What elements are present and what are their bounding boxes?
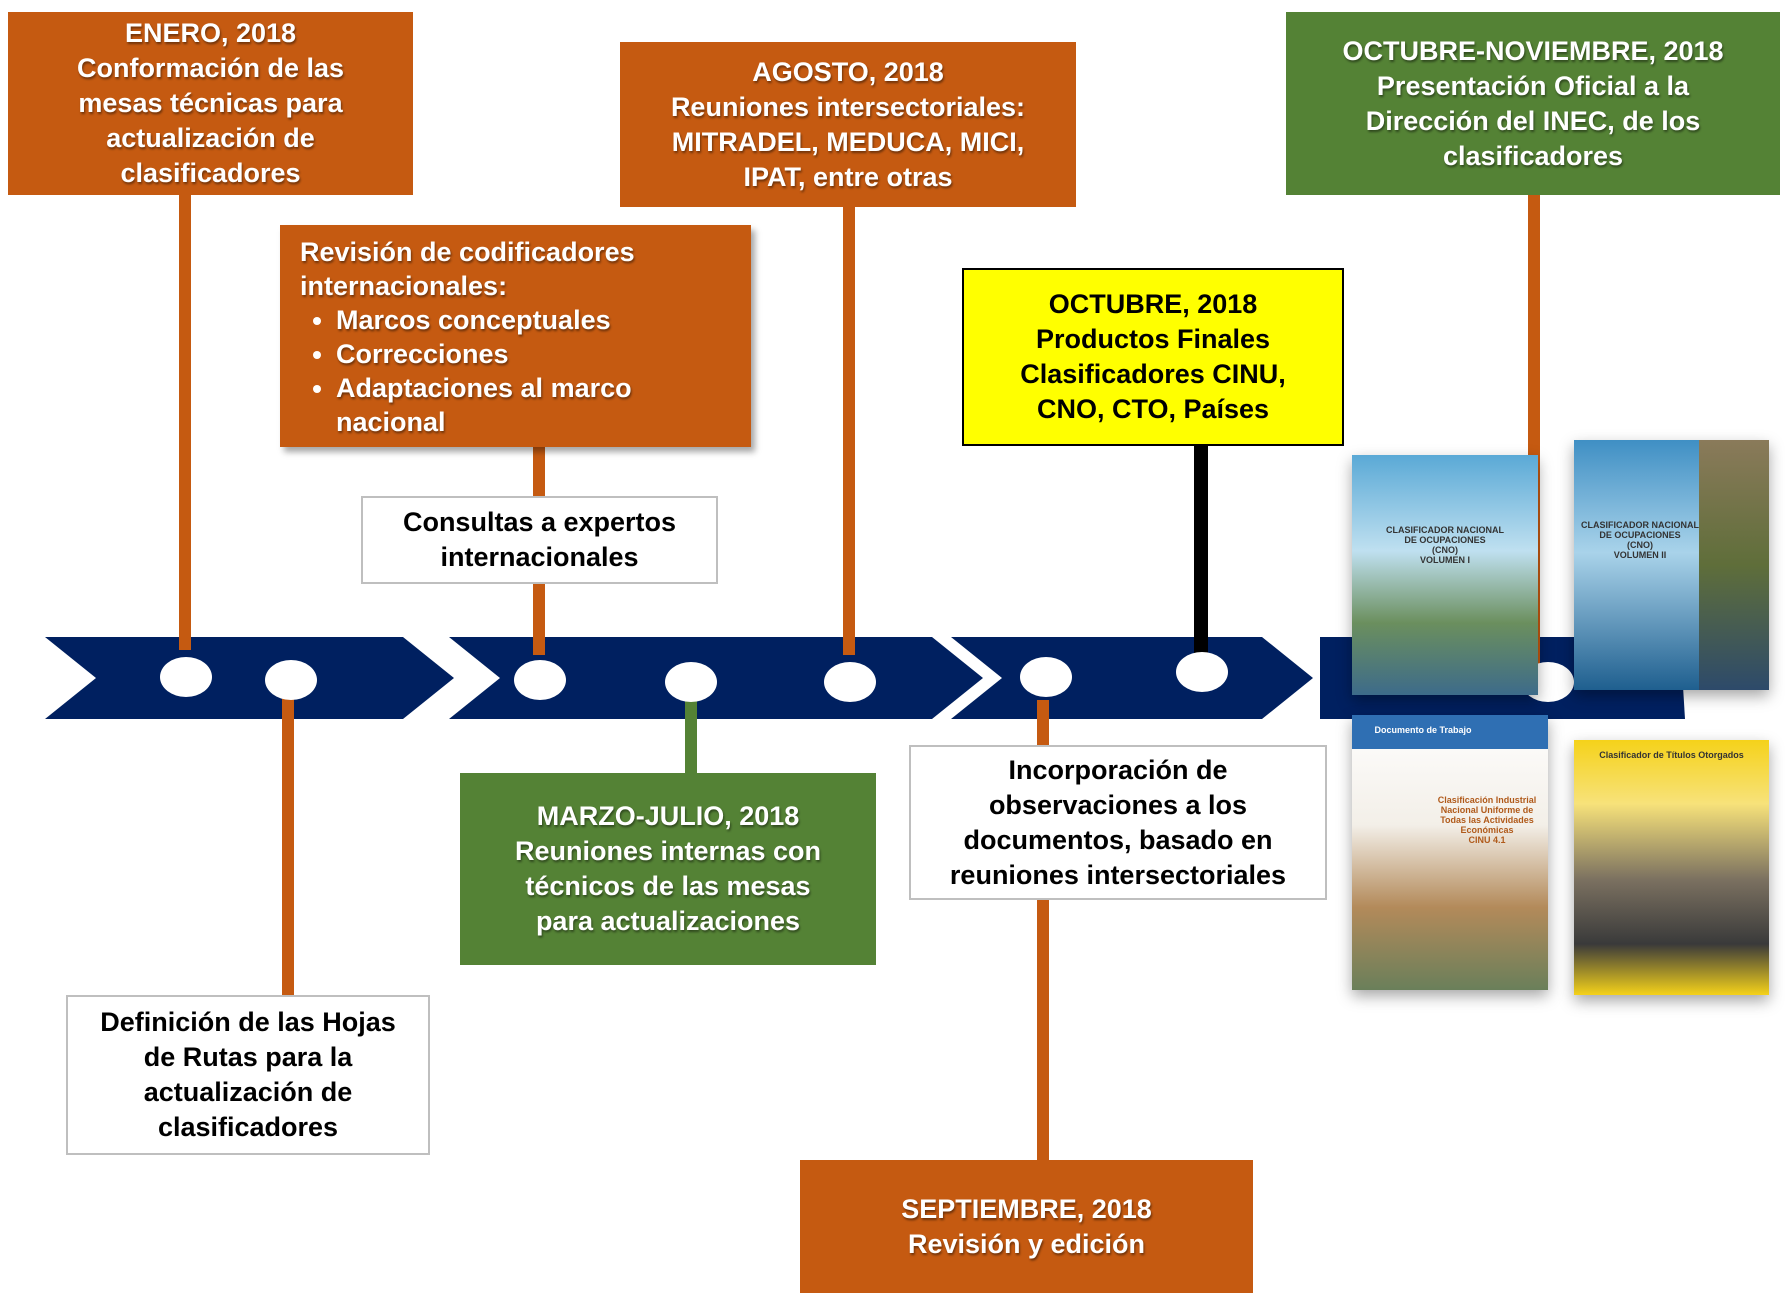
event-octubre: OCTUBRE, 2018 Productos Finales Clasific… bbox=[962, 268, 1344, 446]
cover-text: Clasificador de Títulos Otorgados bbox=[1599, 750, 1744, 760]
event-text-line: de Rutas para la bbox=[143, 1042, 353, 1072]
event-text-line: observaciones a los bbox=[988, 789, 1248, 820]
event-text-line: Consultas a expertos bbox=[402, 507, 677, 537]
milestone-dot bbox=[665, 662, 717, 702]
event-date: AGOSTO, 2018 bbox=[752, 56, 944, 87]
cover-text: Documento de Trabajo bbox=[1374, 725, 1472, 735]
event-date: MARZO-JULIO, 2018 bbox=[536, 801, 800, 831]
publication-cover-cto: Clasificador de Títulos Otorgados bbox=[1574, 740, 1769, 995]
event-date: ENERO, 2018 bbox=[124, 18, 297, 48]
revision-bullet-continuation: nacional bbox=[336, 407, 446, 437]
cover-text: Todas las Actividades bbox=[1440, 815, 1534, 825]
connector-octubre bbox=[1194, 445, 1208, 655]
event-text-line: Dirección del INEC, de los bbox=[1365, 105, 1701, 136]
revision-title-line: internacionales: bbox=[300, 271, 508, 301]
revision-bullet: Marcos conceptuales bbox=[336, 303, 740, 337]
event-marzo-julio: MARZO-JULIO, 2018 Reuniones internas con… bbox=[460, 773, 876, 965]
event-text-line: Productos Finales bbox=[1035, 324, 1271, 354]
event-date: OCTUBRE-NOVIEMBRE, 2018 bbox=[1342, 35, 1724, 66]
event-text-line: Incorporación de bbox=[1008, 754, 1228, 785]
event-text-line: Definición de las Hojas bbox=[100, 1007, 396, 1037]
event-text-line: actualización de bbox=[106, 123, 315, 153]
event-text-line: clasificadores bbox=[120, 158, 301, 188]
event-text-line: CNO, CTO, Países bbox=[1036, 394, 1270, 424]
event-text-line: actualización de bbox=[143, 1077, 353, 1107]
cover-text: DE OCUPACIONES bbox=[1599, 530, 1681, 540]
milestone-dot bbox=[160, 657, 212, 697]
event-agosto: AGOSTO, 2018 Reuniones intersectoriales:… bbox=[620, 42, 1076, 207]
revision-bullet-list: Marcos conceptuales Correcciones Adaptac… bbox=[300, 303, 740, 405]
event-text-line: reuniones intersectoriales bbox=[949, 859, 1287, 890]
event-consultas-expertos: Consultas a expertos internacionales bbox=[361, 496, 718, 584]
cover-text: CLASIFICADOR NACIONAL bbox=[1386, 525, 1504, 535]
publication-cover-cno-1: CLASIFICADOR NACIONAL DE OCUPACIONES (CN… bbox=[1352, 455, 1538, 695]
publication-cover-cinu: Documento de Trabajo Clasificación Indus… bbox=[1352, 715, 1548, 990]
event-enero: ENERO, 2018 Conformación de las mesas té… bbox=[8, 12, 413, 195]
event-date: OCTUBRE, 2018 bbox=[1048, 289, 1258, 319]
cover-text: Económicas bbox=[1460, 825, 1514, 835]
event-text-line: Clasificadores CINU, bbox=[1020, 359, 1286, 389]
connector-enero bbox=[179, 195, 191, 650]
event-date: SEPTIEMBRE, 2018 bbox=[901, 1193, 1152, 1224]
cover-text: VOLUMEN II bbox=[1613, 550, 1667, 560]
milestone-dot bbox=[265, 660, 317, 700]
event-text-line: mesas técnicas para bbox=[78, 88, 343, 118]
connector-marzo bbox=[685, 700, 697, 775]
event-revision-codificadores bbox=[280, 225, 751, 447]
event-text-line: para actualizaciones bbox=[535, 906, 801, 936]
event-text-line: Reuniones intersectoriales: bbox=[670, 91, 1026, 122]
chevron-segment-3 bbox=[951, 637, 1313, 719]
event-text-line: clasificadores bbox=[157, 1112, 339, 1142]
cover-text: CLASIFICADOR NACIONAL bbox=[1581, 520, 1699, 530]
revision-bullet: Correcciones bbox=[336, 337, 740, 371]
event-text-line: IPAT, entre otras bbox=[743, 161, 953, 192]
event-octubre-noviembre: OCTUBRE-NOVIEMBRE, 2018 Presentación Ofi… bbox=[1286, 12, 1780, 195]
revision-bullet: Adaptaciones al marco bbox=[336, 371, 740, 405]
cover-text: Clasificación Industrial bbox=[1437, 795, 1537, 805]
event-septiembre: SEPTIEMBRE, 2018 Revisión y edición bbox=[800, 1160, 1253, 1293]
milestone-dot bbox=[514, 660, 566, 700]
event-text-line: internacionales bbox=[440, 542, 639, 572]
chevron-segment-1 bbox=[45, 637, 454, 719]
event-text-line: documentos, basado en bbox=[963, 824, 1273, 855]
event-text-line: Reuniones internas con bbox=[514, 836, 822, 866]
event-incorporacion-observaciones: Incorporación de observaciones a los doc… bbox=[909, 745, 1327, 900]
event-text-line: Conformación de las bbox=[76, 53, 345, 83]
revision-content: Revisión de codificadores internacionale… bbox=[300, 235, 740, 439]
revision-title-line: Revisión de codificadores bbox=[300, 237, 635, 267]
cover-text: DE OCUPACIONES bbox=[1404, 535, 1486, 545]
cover-text: VOLUMEN I bbox=[1419, 555, 1470, 565]
event-text-line: Revisión y edición bbox=[907, 1228, 1146, 1259]
event-text-line: técnicos de las mesas bbox=[525, 871, 811, 901]
event-definicion-hojas-rutas: Definición de las Hojas de Rutas para la… bbox=[66, 995, 430, 1155]
milestone-dot bbox=[824, 662, 876, 702]
milestone-dot bbox=[1020, 657, 1072, 697]
cover-text: (CNO) bbox=[1432, 545, 1458, 555]
cover-text: Nacional Uniforme de bbox=[1440, 805, 1534, 815]
connector-definicion bbox=[282, 695, 294, 995]
milestone-dot bbox=[1176, 652, 1228, 692]
publication-cover-cno-2: CLASIFICADOR NACIONAL DE OCUPACIONES (CN… bbox=[1574, 440, 1769, 690]
cover-text: (CNO) bbox=[1627, 540, 1653, 550]
connector-agosto bbox=[843, 205, 855, 655]
event-text-line: Presentación Oficial a la bbox=[1376, 70, 1690, 101]
cover-text: CINU 4.1 bbox=[1468, 835, 1506, 845]
event-text-line: MITRADEL, MEDUCA, MICI, bbox=[671, 126, 1025, 157]
event-text-line: clasificadores bbox=[1442, 140, 1624, 171]
